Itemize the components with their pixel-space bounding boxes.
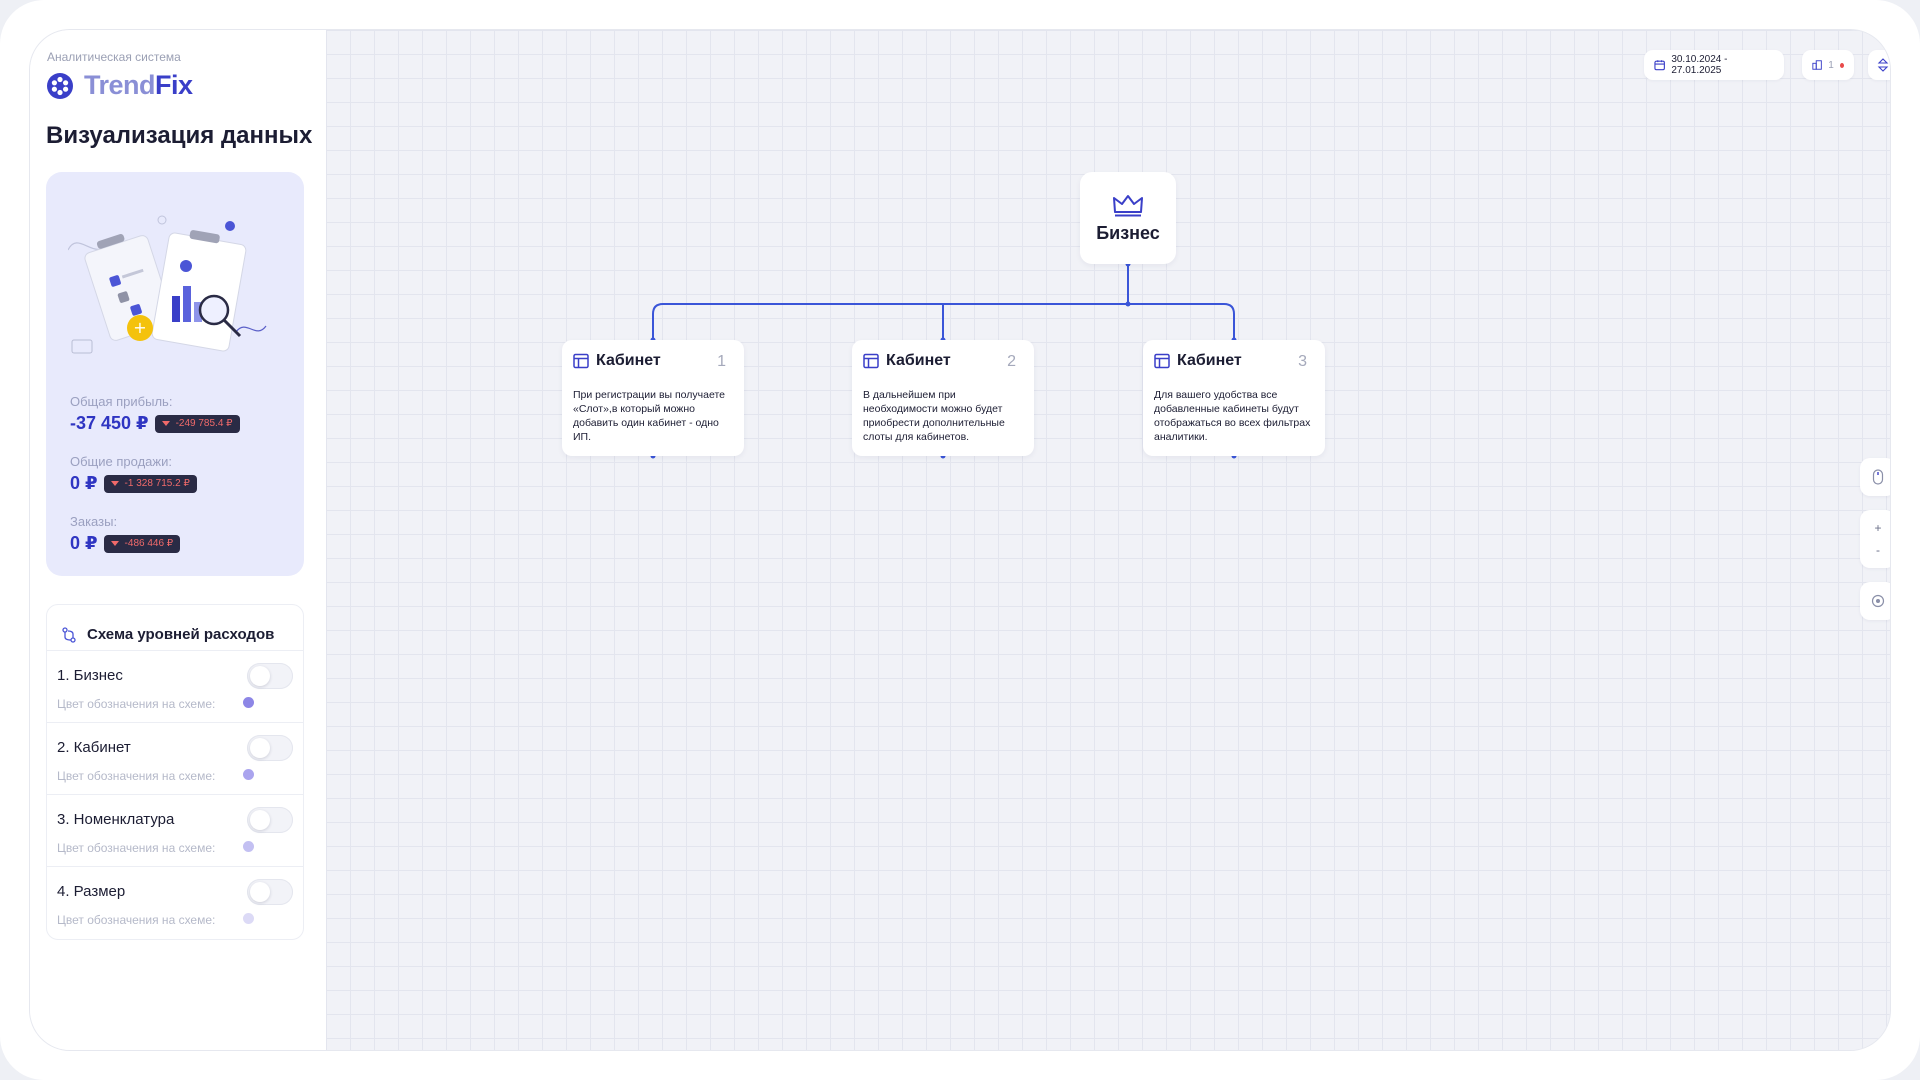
table-icon: [863, 353, 879, 369]
notification-dot: [1839, 62, 1844, 68]
caret-down-icon: [110, 481, 119, 486]
level-name: 3. Номенклатура: [57, 811, 175, 828]
zoom-in-button[interactable]: +: [1874, 521, 1882, 535]
node-business-title: Бизнес: [1096, 222, 1160, 243]
delta-badge: -1 328 715.2 ₽: [103, 474, 197, 493]
stat-sales: Общие продажи: 0 ₽ -1 328 715.2 ₽: [70, 454, 197, 494]
table-icon: [573, 353, 589, 369]
brand-caption: Аналитическая система: [47, 50, 181, 64]
zoom-out-button[interactable]: -: [1876, 543, 1880, 557]
stat-profit: Общая прибыль: -37 450 ₽ -249 785.4 ₽: [70, 394, 240, 434]
cabinets-counter-button[interactable]: 1: [1802, 50, 1854, 80]
stat-value: 0 ₽: [70, 533, 98, 553]
expense-levels-header: Схема уровней расходов: [47, 605, 303, 651]
connector-bus: [652, 303, 1235, 341]
level-color-caption: Цвет обозначения на схеме:: [57, 913, 216, 927]
calendar-icon: [1654, 60, 1665, 71]
sidebar: Аналитическая система TrendFix Визуализа…: [30, 30, 326, 1050]
center-view-button[interactable]: [1860, 582, 1890, 620]
level-name: 1. Бизнес: [57, 667, 123, 684]
level-color-dot[interactable]: [243, 769, 254, 780]
node-number: 2: [1007, 353, 1016, 370]
node-title: Кабинет: [1177, 352, 1242, 369]
page-title: Визуализация данных: [46, 122, 313, 149]
level-color-caption: Цвет обозначения на схеме:: [57, 769, 216, 783]
stat-label: Общая прибыль:: [70, 394, 173, 409]
level-toggle[interactable]: [247, 879, 293, 905]
building-icon: [1812, 60, 1822, 70]
brand-logo-link[interactable]: TrendFix: [46, 70, 193, 101]
reports-illustration: +: [68, 215, 267, 354]
level-color-dot[interactable]: [243, 913, 254, 924]
trendfix-logo-icon: [47, 72, 73, 99]
node-header: Кабинет: [1154, 352, 1242, 370]
zoom-controls: + -: [1860, 510, 1890, 568]
node-cabinet[interactable]: Кабинет 2 В дальнейшем при необходимости м…: [852, 340, 1034, 456]
sort-icon: [1877, 58, 1889, 72]
connector-handle-dot: [1125, 301, 1131, 307]
node-header: Кабинет: [573, 352, 661, 370]
app-window: Аналитическая система TrendFix Визуализа…: [30, 30, 1890, 1050]
level-color-caption: Цвет обозначения на схеме:: [57, 841, 216, 855]
node-header: Кабинет: [863, 352, 951, 370]
delta-badge: -249 785.4 ₽: [154, 414, 240, 433]
node-number: 1: [717, 353, 726, 370]
level-color-dot[interactable]: [243, 697, 254, 708]
node-business[interactable]: Бизнес: [1080, 172, 1176, 264]
level-toggle[interactable]: [247, 735, 293, 761]
level-color-dot[interactable]: [243, 841, 254, 852]
hierarchy-icon: [62, 626, 76, 643]
stats-card: + Общая прибыль: -37 450 ₽ -249 785.4 ₽ …: [46, 172, 304, 576]
settings-button[interactable]: [1868, 50, 1890, 80]
stat-label: Общие продажи:: [70, 454, 172, 469]
crown-icon: [1113, 194, 1143, 216]
node-description: Для вашего удобства все добавленные каби…: [1154, 389, 1311, 443]
table-icon: [1154, 353, 1170, 369]
node-description: В дальнейшем при необходимости можно буд…: [863, 389, 1005, 443]
stat-label: Заказы:: [70, 514, 118, 529]
date-range-picker[interactable]: 30.10.2024 - 27.01.2025: [1644, 50, 1784, 80]
delta-badge: -486 446 ₽: [103, 534, 181, 553]
level-name: 4. Размер: [57, 883, 126, 900]
node-description: При регистрации вы получаете «Слот»,в ко…: [573, 389, 725, 443]
node-title: Кабинет: [596, 352, 661, 369]
level-toggle[interactable]: [247, 663, 293, 689]
date-range-text: 30.10.2024 - 27.01.2025: [1671, 54, 1728, 76]
stat-value: -37 450 ₽: [70, 413, 149, 433]
stat-value: 0 ₽: [70, 473, 98, 493]
pan-mode-button[interactable]: [1860, 458, 1890, 496]
expense-levels-title: Схема уровней расходов: [87, 626, 275, 643]
stat-orders: Заказы: 0 ₽ -486 446 ₽: [70, 514, 181, 554]
brand-name: TrendFix: [84, 70, 193, 100]
cabinets-count: 1: [1828, 59, 1834, 71]
node-number: 3: [1298, 353, 1307, 370]
mouse-icon: [1872, 469, 1884, 485]
level-color-caption: Цвет обозначения на схеме:: [57, 697, 216, 711]
level-toggle[interactable]: [247, 807, 293, 833]
level-name: 2. Кабинет: [57, 739, 131, 756]
caret-down-icon: [161, 421, 170, 426]
svg-text:+: +: [133, 318, 146, 337]
target-icon: [1871, 594, 1885, 608]
diagram-canvas[interactable]: 30.10.2024 - 27.01.2025 1 + -: [326, 30, 1890, 1050]
caret-down-icon: [110, 541, 119, 546]
node-title: Кабинет: [886, 352, 951, 369]
